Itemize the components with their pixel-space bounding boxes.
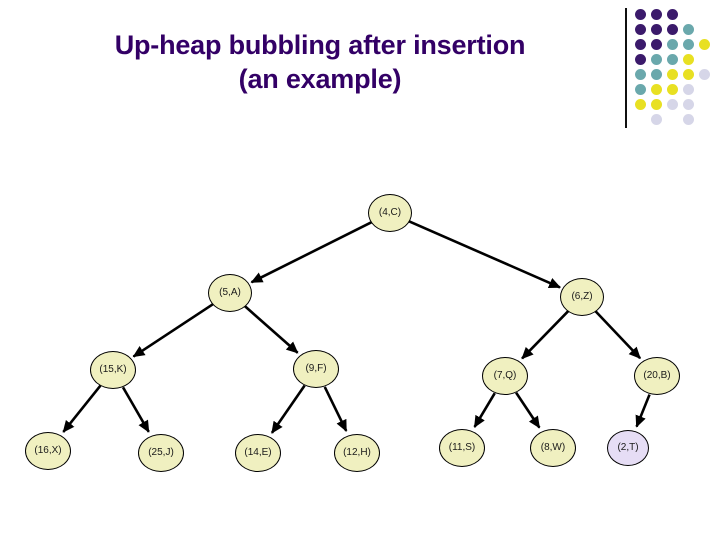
motif-dot-icon [635, 39, 646, 50]
tree-edge [121, 386, 150, 433]
tree-edge [635, 394, 651, 428]
tree-node-4c[interactable]: (4,C) [368, 194, 412, 232]
motif-dot-icon [635, 9, 646, 20]
tree-node-label: (14,E) [244, 447, 272, 458]
page-title: Up-heap bubbling after insertion (an exa… [40, 28, 600, 96]
motif-dot-icon [667, 24, 678, 35]
tree-node-label: (15,K) [99, 364, 127, 375]
tree-node-20b[interactable]: (20,B) [634, 357, 680, 395]
tree-edge [250, 220, 374, 284]
tree-node-label: (25,J) [148, 447, 174, 458]
tree-node-label: (12,H) [343, 447, 371, 458]
motif-dot-icon [683, 69, 694, 80]
motif-dot-icon [651, 39, 662, 50]
tree-node-label: (6,Z) [571, 291, 593, 302]
decorative-dot-grid [618, 0, 720, 135]
motif-dot-icon [699, 39, 710, 50]
tree-edge [521, 310, 570, 360]
tree-node-label: (4,C) [378, 207, 402, 218]
tree-edge [515, 391, 541, 429]
motif-dot-icon [667, 84, 678, 95]
motif-dot-icon [635, 69, 646, 80]
motif-dot-icon [651, 99, 662, 110]
motif-dot-icon [667, 9, 678, 20]
tree-edge [132, 302, 215, 358]
tree-node-6z[interactable]: (6,Z) [560, 278, 604, 316]
motif-dot-icon [635, 84, 646, 95]
tree-node-label: (9,F) [305, 363, 327, 374]
tree-node-15k[interactable]: (15,K) [90, 351, 136, 389]
tree-node-label: (7,Q) [493, 370, 517, 381]
motif-dot-icon [651, 9, 662, 20]
tree-node-9f[interactable]: (9,F) [293, 350, 339, 388]
motif-dot-icon [667, 39, 678, 50]
tree-node-label: (11,S) [448, 442, 476, 453]
title-line-2: (an example) [238, 64, 402, 94]
tree-node-label: (20,B) [643, 370, 671, 381]
tree-node-label: (8,W) [540, 442, 566, 453]
motif-dot-icon [667, 69, 678, 80]
title-line-1: Up-heap bubbling after insertion [114, 30, 526, 60]
motif-dot-icon [683, 84, 694, 95]
motif-dot-icon [683, 54, 694, 65]
motif-dot-icon [699, 69, 710, 80]
tree-node-5a[interactable]: (5,A) [208, 274, 252, 312]
motif-dot-icon [635, 24, 646, 35]
tree-node-16x[interactable]: (16,X) [25, 432, 71, 470]
tree-node-label: (2,T) [617, 442, 639, 453]
tree-edge [407, 219, 561, 289]
tree-node-11s[interactable]: (11,S) [439, 429, 485, 467]
motif-dot-icon [683, 99, 694, 110]
tree-node-label: (5,A) [219, 287, 241, 298]
motif-dot-icon [651, 24, 662, 35]
motif-dot-icon [651, 69, 662, 80]
tree-edge [62, 384, 102, 433]
tree-edge [243, 304, 299, 354]
motif-dot-icon [651, 54, 662, 65]
motif-dot-icon [667, 54, 678, 65]
tree-edge [473, 392, 496, 428]
tree-edge [270, 384, 306, 434]
motif-dot-icon [635, 54, 646, 65]
motif-dot-icon [651, 114, 662, 125]
motif-dot-icon [683, 24, 694, 35]
motif-dot-icon [683, 39, 694, 50]
motif-dot-icon [651, 84, 662, 95]
motif-dot-icon [667, 99, 678, 110]
vertical-divider-line [625, 8, 627, 128]
tree-edge [594, 310, 642, 360]
tree-node-8w[interactable]: (8,W) [530, 429, 576, 467]
tree-node-14e[interactable]: (14,E) [235, 434, 281, 472]
tree-node-2t[interactable]: (2,T) [607, 430, 649, 466]
tree-node-12h[interactable]: (12,H) [334, 434, 380, 472]
tree-node-label: (16,X) [34, 445, 62, 456]
tree-node-25j[interactable]: (25,J) [138, 434, 184, 472]
tree-node-7q[interactable]: (7,Q) [482, 357, 528, 395]
motif-dot-icon [683, 114, 694, 125]
tree-edge [323, 386, 348, 432]
motif-dot-icon [635, 99, 646, 110]
